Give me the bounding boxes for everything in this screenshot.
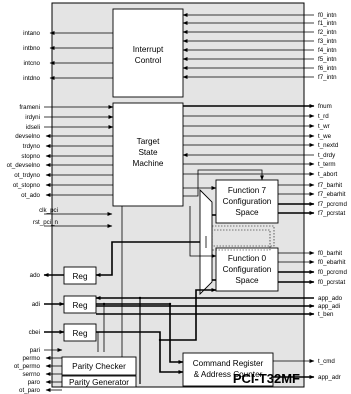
signal-label-f7_pcrstat: f7_pcrstat — [318, 210, 345, 217]
signal-label-ot_ado: ot_ado — [21, 192, 40, 199]
parity-checker-label: Parity Checker — [72, 362, 126, 371]
signal-label-frameni: frameni — [19, 104, 40, 111]
wire — [160, 288, 217, 341]
signal-label-ot_permo: ot_permo — [14, 363, 41, 370]
signal-label-f4_intn: f4_intn — [318, 47, 337, 54]
signal-label-t_ben: t_ben — [318, 311, 334, 318]
signal-label-paro: paro — [28, 379, 41, 386]
interrupt-control-label-2: Control — [135, 56, 162, 65]
wire — [189, 206, 217, 258]
wire — [183, 169, 264, 197]
signal-label-clk_pci: clk_pci — [39, 207, 58, 214]
signal-label-f1_intn: f1_intn — [318, 20, 337, 27]
command-register-label-2: & Address Counter — [194, 370, 263, 379]
function0-label-2: Configuration — [223, 265, 272, 274]
signal-label-idseli: idseli — [26, 124, 40, 131]
parity-generator-label: Parity Generator — [69, 378, 129, 387]
signal-label-app_adr: app_adr — [318, 374, 341, 381]
target-sm-label-3: Machine — [133, 159, 164, 168]
function7-config-block — [215, 179, 279, 224]
signal-label-f0_barhit: f0_barhit — [318, 250, 342, 257]
wire — [95, 241, 200, 277]
signal-label-t_cmd: t_cmd — [318, 358, 335, 365]
signal-label-ot_paro: ot_paro — [19, 387, 41, 394]
junction-dot — [138, 296, 142, 300]
signal-label-f0_ebarhit: f0_ebarhit — [318, 259, 346, 266]
signal-label-t_wr: t_wr — [318, 123, 330, 130]
junction-dot — [102, 302, 106, 306]
signal-label-trdyno: trdyno — [23, 143, 41, 150]
function7-label-2: Configuration — [223, 197, 272, 206]
signal-label-f0_pcrcmd: f0_pcrcmd — [318, 269, 347, 276]
interrupt-control-block — [112, 8, 184, 98]
function0-label-1: Function 0 — [228, 254, 267, 263]
interrupt-control-label-1: Interrupt — [133, 45, 164, 54]
signal-label-f0_intn: f0_intn — [318, 12, 337, 19]
wire — [96, 303, 184, 364]
target-sm-label-2: State — [138, 148, 158, 157]
signal-label-t_drdy: t_drdy — [318, 152, 336, 159]
command-register-label-1: Command Register — [193, 359, 264, 368]
signal-label-ado: ado — [30, 272, 41, 279]
signal-labels: intano intbno intcno intdno frameni irdyni ids… — [7, 12, 348, 394]
signal-label-cbei: cbei — [29, 329, 40, 336]
signal-wires — [43, 13, 315, 392]
signal-label-f3_intn: f3_intn — [318, 38, 337, 45]
wire — [96, 331, 184, 374]
signal-label-t_we: t_we — [318, 133, 332, 140]
signal-label-pari: pari — [30, 347, 40, 354]
reg-adi-label: Reg — [72, 301, 87, 310]
signal-label-stopno: stopno — [21, 153, 40, 160]
signal-label-f6_intn: f6_intn — [318, 65, 337, 72]
signal-label-f7_intn: f7_intn — [318, 74, 337, 81]
signal-label-ot_stopno: ot_stopno — [13, 182, 41, 189]
signal-label-app_adi: app_adi — [318, 303, 340, 310]
signal-label-irdyni: irdyni — [25, 114, 40, 121]
reg-cbei-label: Reg — [72, 329, 87, 338]
signal-label-intcno: intcno — [23, 60, 40, 67]
signal-label-adi: adi — [32, 301, 40, 308]
parity-generator-box — [61, 375, 137, 388]
reg-ado-label: Reg — [72, 272, 87, 281]
signal-label-serrno: serrno — [22, 371, 40, 378]
signal-label-f7_barhit: f7_barhit — [318, 182, 342, 189]
signal-label-t_term: t_term — [318, 161, 336, 168]
signal-label-f0_pcrstat: f0_pcrstat — [318, 279, 345, 286]
signal-label-ot_trdyno: ot_trdyno — [14, 172, 40, 179]
signal-label-intano: intano — [23, 30, 40, 37]
signal-label-f7_pcrcmd: f7_pcrcmd — [318, 201, 347, 208]
signal-label-permo: permo — [22, 355, 40, 362]
signal-label-t_rd: t_rd — [318, 113, 329, 120]
function0-config-block — [215, 247, 279, 292]
signal-label-intdno: intdno — [23, 75, 40, 82]
junction-dot — [158, 338, 162, 342]
core-title: PCI-T32MF — [233, 371, 300, 386]
signal-label-app_ado: app_ado — [318, 295, 343, 302]
signal-label-t_abort: t_abort — [318, 171, 338, 178]
signal-label-f2_intn: f2_intn — [318, 29, 337, 36]
target-state-machine-block — [112, 102, 184, 207]
signal-label-f7_ebarhit: f7_ebarhit — [318, 191, 346, 198]
function7-label-3: Space — [235, 208, 259, 217]
signal-label-devselno: devselno — [15, 133, 40, 140]
signal-label-t_nextd: t_nextd — [318, 142, 339, 149]
signal-label-rst_pci_n: rst_pci_n — [33, 219, 59, 226]
command-register-block — [182, 352, 274, 387]
signal-label-ot_devselno: ot_devselno — [7, 162, 41, 169]
signal-label-fnum: fnum — [318, 103, 332, 110]
signal-label-intbno: intbno — [23, 45, 40, 52]
junction-dot — [168, 302, 172, 306]
signal-label-f5_intn: f5_intn — [318, 56, 337, 63]
function7-label-1: Function 7 — [228, 186, 267, 195]
target-sm-label-1: Target — [137, 137, 160, 146]
function0-label-3: Space — [235, 276, 259, 285]
